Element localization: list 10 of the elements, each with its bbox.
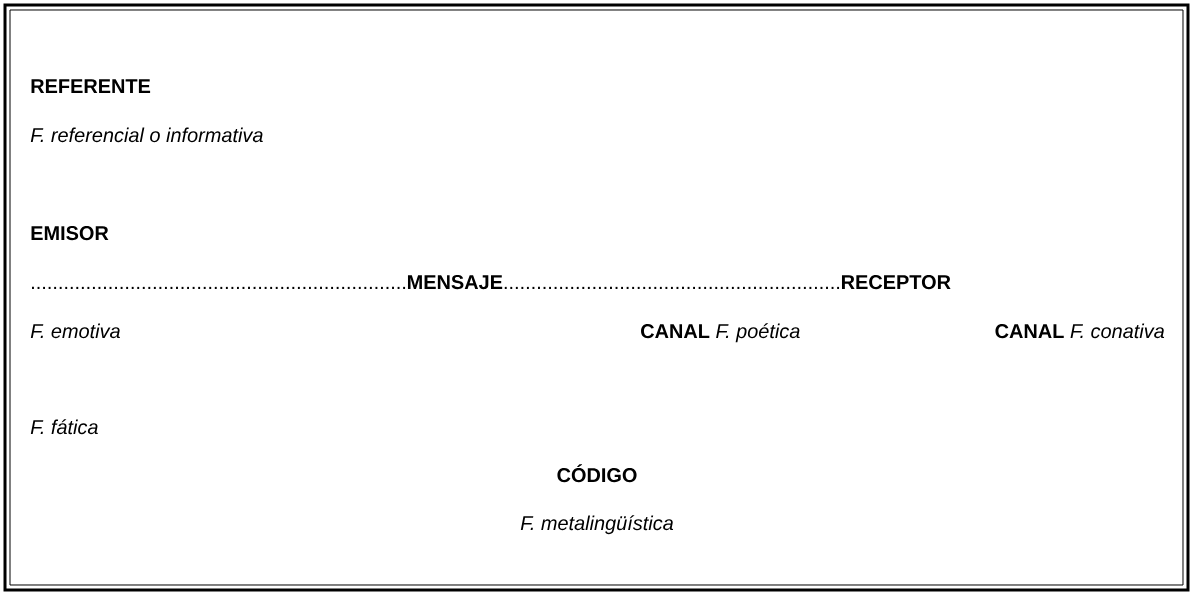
text-line: F. fática	[30, 419, 98, 435]
text-line: F. referencial o informativa	[30, 127, 263, 143]
heading: REFERENTE	[31, 79, 151, 93]
text-line: F. emotiva	[30, 323, 120, 339]
text-line: CANAL F. poética	[641, 323, 800, 343]
text-line: CANAL F. conativa	[995, 323, 1165, 339]
text-line: ....................................................................MENSAJE.............................................................RECEPTOR	[32, 275, 951, 290]
heading: CÓDIGO	[557, 464, 637, 483]
text-line: F. metalingüística	[520, 515, 674, 535]
heading: EMISOR	[31, 226, 109, 241]
